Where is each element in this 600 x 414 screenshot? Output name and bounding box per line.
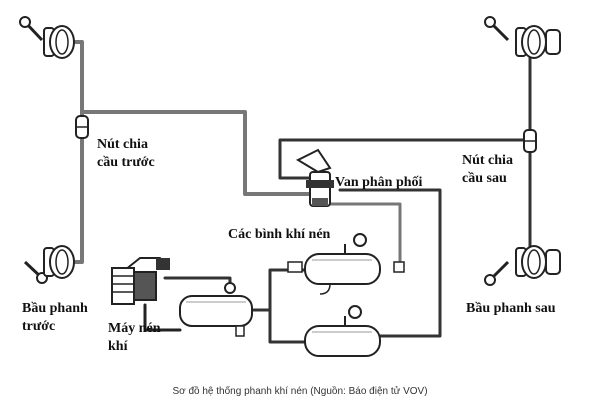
rear-brake-chamber-label: Bầu phanh sau	[466, 301, 556, 316]
rear-splitter-label-line1: Nút chia	[462, 153, 513, 168]
figure-caption: Sơ đồ hệ thống phanh khí nén (Nguồn: Báo…	[172, 386, 428, 397]
upper-air-tank	[287, 233, 381, 295]
compressor-label-line1: Máy nén	[108, 321, 161, 336]
rear-splitter-label-line2: cầu sau	[462, 171, 507, 186]
compressor-unit	[111, 258, 253, 337]
front-brake-chamber-label-line1: Bầu phanh	[22, 301, 88, 316]
front-brake-chamber-label-line2: trước	[22, 319, 56, 334]
compressor-label: Máy nén khí	[108, 320, 161, 356]
lower-air-tank	[304, 261, 405, 357]
front-splitter-label: Nút chia cầu trước	[97, 136, 155, 172]
distribution-valve-label: Van phân phối	[335, 175, 423, 190]
rear-splitter-fitting	[523, 129, 537, 153]
front-right-brake-chamber	[23, 245, 75, 284]
front-brake-chamber-label: Bầu phanh trước	[22, 300, 88, 336]
compressor-label-line2: khí	[108, 339, 128, 354]
front-splitter-label-line1: Nút chia	[97, 137, 148, 152]
rear-splitter-label: Nút chia cầu sau	[462, 152, 513, 188]
distribution-valve-body	[295, 148, 334, 207]
rear-right-brake-chamber	[484, 245, 561, 286]
air-tanks-label: Các bình khí nén	[228, 227, 331, 242]
rear-left-brake-chamber	[484, 16, 561, 59]
front-splitter-fitting	[75, 115, 89, 139]
front-left-brake-chamber	[19, 16, 75, 59]
front-splitter-label-line2: cầu trước	[97, 155, 155, 170]
